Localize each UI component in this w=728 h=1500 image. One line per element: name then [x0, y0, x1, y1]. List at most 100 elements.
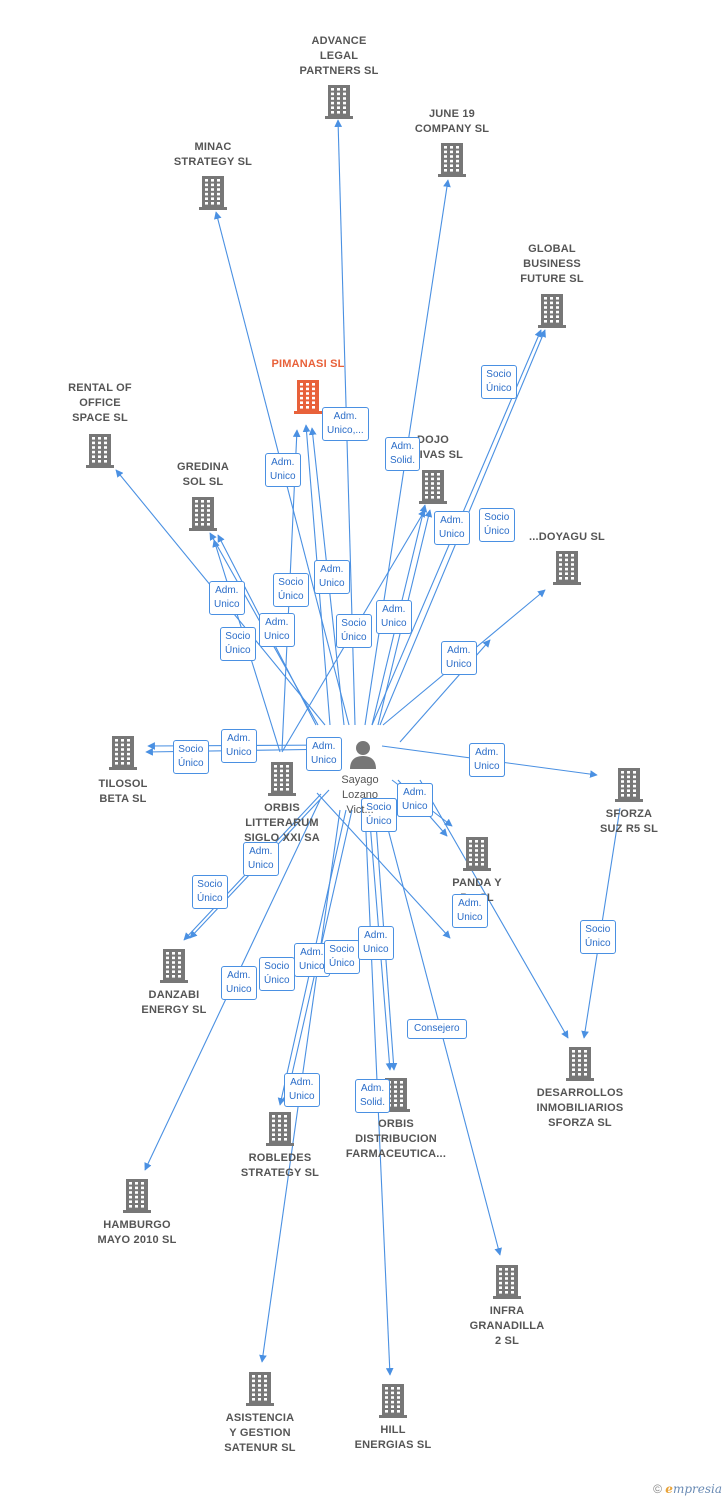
- relation-badge[interactable]: Adm. Unico: [221, 729, 257, 763]
- relation-badge[interactable]: Adm. Unico: [441, 641, 477, 675]
- relation-badge[interactable]: Socio Único: [361, 798, 397, 832]
- company-label-gredina[interactable]: GREDINA SOL SL: [143, 460, 263, 490]
- company-name: ORBIS LITTERARUM SIGLO XXI SA: [244, 802, 320, 844]
- relation-badge[interactable]: Adm. Unico: [314, 560, 350, 594]
- relation-badge[interactable]: Adm. Unico: [209, 581, 245, 615]
- relation-badge[interactable]: Socio Único: [324, 940, 360, 974]
- relation-badge[interactable]: Socio Único: [479, 508, 515, 542]
- relation-edge: [419, 779, 569, 1039]
- footer-brand[interactable]: © empresia: [653, 1482, 722, 1496]
- building-icon: [199, 176, 227, 210]
- building-icon: [160, 949, 188, 983]
- building-icon: [109, 736, 137, 770]
- relation-badge[interactable]: Socio Único: [481, 365, 517, 399]
- company-label-rental[interactable]: RENTAL OF OFFICE SPACE SL: [40, 381, 160, 426]
- company-node-rental[interactable]: [85, 434, 115, 473]
- relation-badge[interactable]: Socio Único: [173, 740, 209, 774]
- brand-name: mpresia: [672, 1482, 722, 1496]
- company-name: ...DOYAGU SL: [529, 531, 605, 543]
- building-icon: [294, 380, 322, 414]
- company-node-advance[interactable]: [324, 85, 354, 124]
- building-icon: [246, 1372, 274, 1406]
- company-label-desarrollos[interactable]: DESARROLLOS INMOBILIARIOS SFORZA SL: [520, 1086, 640, 1131]
- company-label-advance[interactable]: ADVANCE LEGAL PARTNERS SL: [279, 34, 399, 79]
- company-node-gredina[interactable]: [188, 497, 218, 536]
- company-label-pimanasi[interactable]: PIMANASI SL: [248, 357, 368, 372]
- company-label-hamburgo[interactable]: HAMBURGO MAYO 2010 SL: [77, 1218, 197, 1248]
- company-label-asistencia[interactable]: ASISTENCIA Y GESTION SATENUR SL: [200, 1411, 320, 1456]
- company-name: GLOBAL BUSINESS FUTURE SL: [520, 243, 584, 285]
- company-node-tilosol[interactable]: [108, 736, 138, 775]
- relation-badge[interactable]: Adm. Unico: [434, 511, 470, 545]
- relation-badge[interactable]: Adm. Solid.: [355, 1079, 391, 1113]
- relation-badge[interactable]: Adm. Unico: [284, 1073, 320, 1107]
- company-label-doyagu[interactable]: ...DOYAGU SL: [507, 530, 627, 545]
- company-node-hill[interactable]: [378, 1384, 408, 1423]
- company-label-danzabi[interactable]: DANZABI ENERGY SL: [114, 988, 234, 1018]
- relation-badge[interactable]: Socio Único: [192, 875, 228, 909]
- relation-badge[interactable]: Adm. Unico: [452, 894, 488, 928]
- company-label-june19[interactable]: JUNE 19 COMPANY SL: [392, 107, 512, 137]
- company-node-danzabi[interactable]: [159, 949, 189, 988]
- relation-badge[interactable]: Adm. Solid.: [385, 437, 421, 471]
- company-node-desarrollos[interactable]: [565, 1047, 595, 1086]
- relation-badge[interactable]: Adm. Unico: [397, 783, 433, 817]
- company-label-orbisdist[interactable]: ORBIS DISTRIBUCION FARMACEUTICA...: [336, 1117, 456, 1162]
- center-person[interactable]: [347, 738, 379, 775]
- company-label-robledes[interactable]: ROBLEDES STRATEGY SL: [220, 1151, 340, 1181]
- company-name: ASISTENCIA Y GESTION SATENUR SL: [224, 1412, 296, 1454]
- relation-badge[interactable]: Adm. Unico: [243, 842, 279, 876]
- building-icon: [553, 551, 581, 585]
- company-node-global[interactable]: [537, 294, 567, 333]
- company-label-sforzasuz[interactable]: SFORZA SUZ R5 SL: [569, 807, 689, 837]
- company-node-asistencia[interactable]: [245, 1372, 275, 1411]
- company-label-infra[interactable]: INFRA GRANADILLA 2 SL: [447, 1304, 567, 1349]
- relation-badge[interactable]: Socio Único: [220, 627, 256, 661]
- company-label-hill[interactable]: HILL ENERGIAS SL: [333, 1423, 453, 1453]
- company-label-orbislitt[interactable]: ORBIS LITTERARUM SIGLO XXI SA: [222, 801, 342, 846]
- company-name: JUNE 19 COMPANY SL: [414, 108, 490, 135]
- company-name: HAMBURGO MAYO 2010 SL: [97, 1219, 177, 1246]
- company-node-robledes[interactable]: [265, 1112, 295, 1151]
- company-name: TILOSOL BETA SL: [98, 778, 148, 805]
- relation-badge[interactable]: Adm. Unico: [306, 737, 342, 771]
- company-name: SFORZA SUZ R5 SL: [599, 808, 659, 835]
- person-name-line-1: Sayago: [341, 774, 379, 786]
- relation-badge[interactable]: Adm. Unico: [469, 743, 505, 777]
- company-node-dojo[interactable]: [418, 470, 448, 509]
- relation-badge[interactable]: Socio Único: [580, 920, 616, 954]
- building-icon: [266, 1112, 294, 1146]
- company-node-panda[interactable]: [462, 837, 492, 876]
- company-node-pimanasi[interactable]: [293, 380, 323, 419]
- relation-edge: [316, 792, 451, 939]
- relation-badge[interactable]: Adm. Unico: [265, 453, 301, 487]
- company-node-doyagu[interactable]: [552, 551, 582, 590]
- relation-badge[interactable]: Consejero: [407, 1019, 467, 1039]
- relation-badge[interactable]: Socio Único: [259, 957, 295, 991]
- company-node-hamburgo[interactable]: [122, 1179, 152, 1218]
- company-label-global[interactable]: GLOBAL BUSINESS FUTURE SL: [492, 242, 612, 287]
- relation-badge[interactable]: Adm. Unico,...: [322, 407, 369, 441]
- relation-badge[interactable]: Socio Único: [336, 614, 372, 648]
- building-icon: [123, 1179, 151, 1213]
- company-node-infra[interactable]: [492, 1265, 522, 1304]
- relation-badge[interactable]: Adm. Unico: [358, 926, 394, 960]
- company-node-orbisdist[interactable]: [381, 1078, 411, 1117]
- company-node-sforzasuz[interactable]: [614, 768, 644, 807]
- company-node-june19[interactable]: [437, 143, 467, 182]
- company-node-minac[interactable]: [198, 176, 228, 215]
- company-label-tilosol[interactable]: TILOSOL BETA SL: [63, 777, 183, 807]
- building-icon: [325, 85, 353, 119]
- building-icon: [438, 143, 466, 177]
- building-icon: [189, 497, 217, 531]
- company-name: DANZABI ENERGY SL: [141, 989, 207, 1016]
- company-name: GREDINA SOL SL: [176, 461, 230, 488]
- brand-initial: e: [665, 1482, 673, 1496]
- company-name: RENTAL OF OFFICE SPACE SL: [68, 382, 132, 424]
- relation-badge[interactable]: Adm. Unico: [221, 966, 257, 1000]
- relation-badge[interactable]: Socio Único: [273, 573, 309, 607]
- relation-badge[interactable]: Adm. Unico: [259, 613, 295, 647]
- company-label-minac[interactable]: MINAC STRATEGY SL: [153, 140, 273, 170]
- relation-badge[interactable]: Adm. Unico: [376, 600, 412, 634]
- company-node-orbislitt[interactable]: [267, 762, 297, 801]
